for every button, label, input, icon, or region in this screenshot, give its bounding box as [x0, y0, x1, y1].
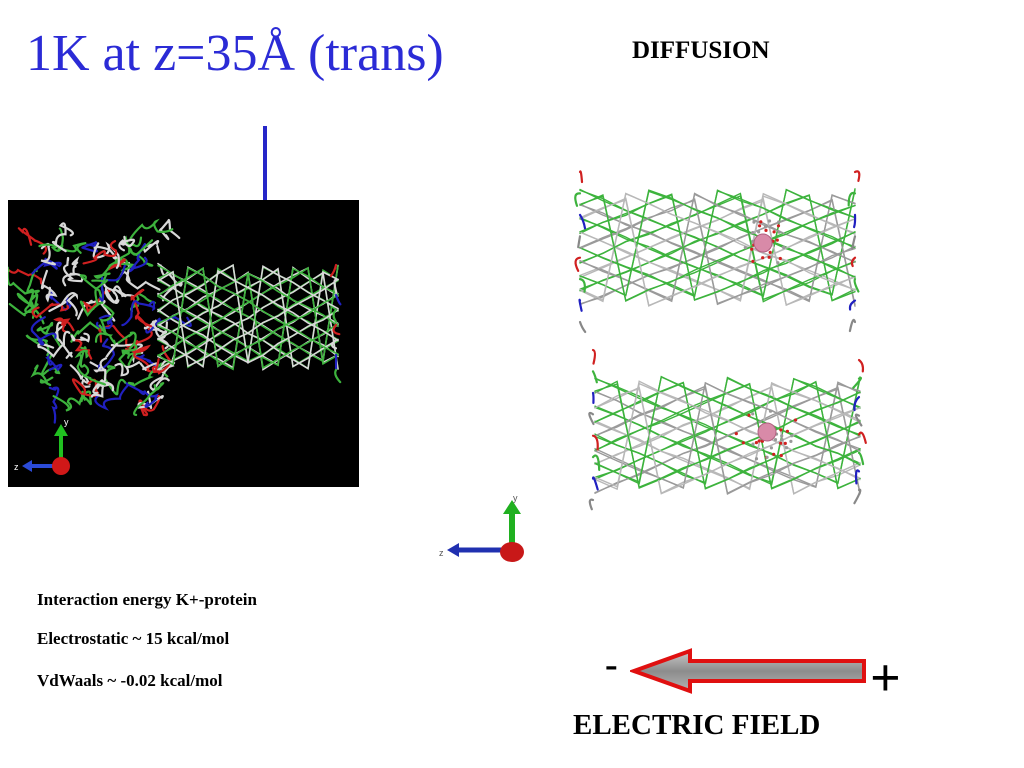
protein-mesh: [8, 218, 342, 424]
electric-field-arrow: [630, 648, 866, 694]
caption-vdwaals: VdWaals ~ -0.02 kcal/mol: [37, 671, 223, 690]
caption-interaction-energy: Interaction energy K+-protein: [37, 590, 257, 609]
axis-label-y: y: [513, 493, 518, 503]
slide-title: 1K at z=35Å (trans): [26, 25, 444, 82]
axis-gizmo-right: y z: [439, 493, 524, 562]
nanotube-diffusion-render: y z: [439, 170, 867, 562]
diffusion-label: DIFFUSION: [632, 37, 770, 64]
molecular-render-right: y z: [395, 110, 1000, 590]
potassium-ion: [757, 422, 777, 442]
axis-gizmo-left: y z: [14, 417, 70, 475]
axis-label-z: z: [14, 462, 19, 472]
minus-sign: -: [605, 644, 618, 686]
axis-label-y: y: [64, 417, 69, 427]
nanotube-bottom: [588, 348, 867, 511]
molecular-render-left: y z: [8, 200, 359, 487]
caption-electrostatic: Electrostatic ~ 15 kcal/mol: [37, 629, 230, 648]
plus-sign: +: [870, 648, 901, 708]
axis-label-z: z: [439, 548, 444, 558]
electric-field-label: ELECTRIC FIELD: [573, 709, 821, 741]
potassium-ion: [753, 233, 773, 253]
protein-channel-render: y z: [8, 218, 342, 475]
nanotube-top: [574, 170, 861, 333]
